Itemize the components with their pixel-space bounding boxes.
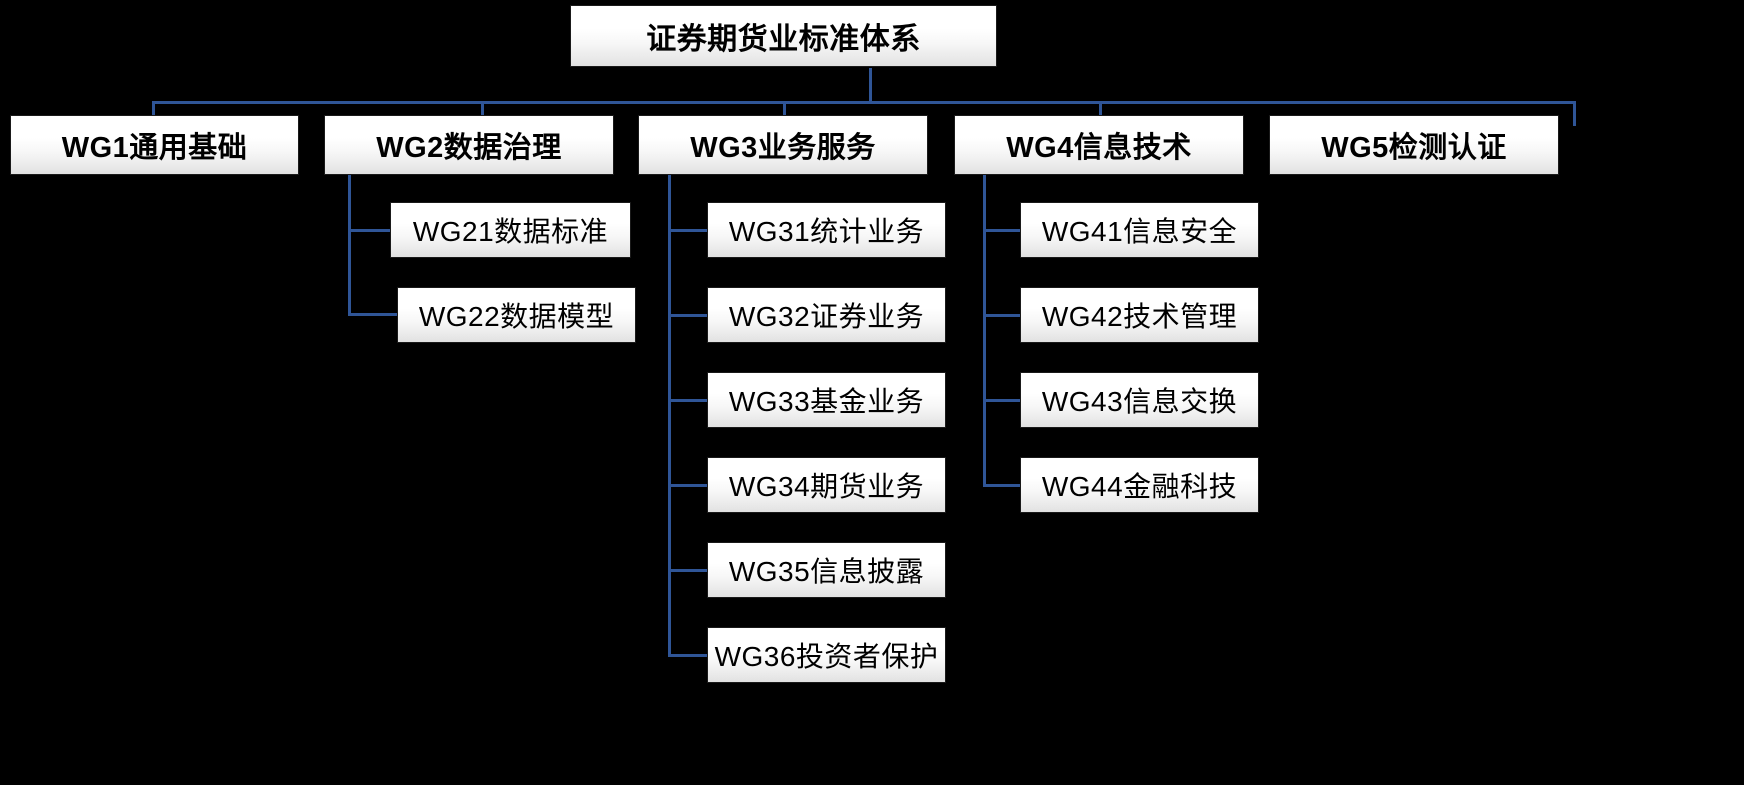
node-wg33-label: WG33基金业务 (728, 386, 925, 417)
node-root[interactable]: 证券期货业标准体系 (570, 5, 997, 67)
connector-wg4-to-wg42 (983, 314, 1023, 317)
node-wg22[interactable]: WG22数据模型 (397, 287, 636, 343)
connector-wg3-to-wg32 (668, 314, 710, 317)
node-wg41[interactable]: WG41信息安全 (1020, 202, 1259, 258)
connector-wg2-spine (348, 175, 351, 315)
node-wg35[interactable]: WG35信息披露 (707, 542, 946, 598)
connector-wg3-spine (668, 175, 671, 657)
connector-wg3-to-wg35 (668, 569, 710, 572)
node-wg44-label: WG44金融科技 (1041, 471, 1238, 502)
node-wg3-label: WG3业务服务 (690, 132, 876, 164)
node-wg1-label: WG1通用基础 (61, 132, 248, 164)
node-root-label: 证券期货业标准体系 (646, 23, 921, 56)
node-wg43-label: WG43信息交换 (1041, 386, 1238, 417)
node-wg41-label: WG41信息安全 (1041, 216, 1238, 247)
node-wg34-label: WG34期货业务 (728, 471, 925, 502)
node-wg32[interactable]: WG32证券业务 (707, 287, 946, 343)
node-wg1[interactable]: WG1通用基础 (10, 115, 299, 175)
node-wg36[interactable]: WG36投资者保护 (707, 627, 946, 683)
connector-root-stem (869, 68, 872, 101)
node-wg2[interactable]: WG2数据治理 (324, 115, 614, 175)
node-wg5-label: WG5检测认证 (1321, 132, 1507, 164)
node-wg44[interactable]: WG44金融科技 (1020, 457, 1259, 513)
node-wg34[interactable]: WG34期货业务 (707, 457, 946, 513)
connector-wg3-to-wg34 (668, 484, 710, 487)
connector-wg2-to-wg22 (348, 313, 398, 316)
node-wg3[interactable]: WG3业务服务 (638, 115, 928, 175)
node-wg5[interactable]: WG5检测认证 (1269, 115, 1559, 175)
connector-drop-wg2 (481, 101, 484, 126)
connector-drop-wg5 (1573, 101, 1576, 126)
node-wg36-label: WG36投资者保护 (714, 641, 939, 672)
node-wg42[interactable]: WG42技术管理 (1020, 287, 1259, 343)
connector-wg4-to-wg43 (983, 399, 1023, 402)
node-wg4-label: WG4信息技术 (1006, 132, 1192, 164)
node-wg2-label: WG2数据治理 (376, 132, 562, 164)
node-wg21-label: WG21数据标准 (412, 216, 609, 247)
node-wg4[interactable]: WG4信息技术 (954, 115, 1244, 175)
connector-wg4-spine (983, 175, 986, 487)
node-wg43[interactable]: WG43信息交换 (1020, 372, 1259, 428)
connector-wg4-to-wg44 (983, 484, 1023, 487)
connector-wg3-to-wg33 (668, 399, 710, 402)
connector-wg3-to-wg36 (668, 654, 710, 657)
node-wg42-label: WG42技术管理 (1041, 301, 1238, 332)
node-wg35-label: WG35信息披露 (728, 556, 925, 587)
connector-drop-wg1 (152, 101, 155, 126)
node-wg22-label: WG22数据模型 (418, 301, 615, 332)
node-wg21[interactable]: WG21数据标准 (390, 202, 631, 258)
connector-level2-bus (152, 101, 1576, 104)
connector-wg3-to-wg31 (668, 229, 710, 232)
connector-wg4-to-wg41 (983, 229, 1023, 232)
connector-drop-wg4 (1099, 101, 1102, 126)
connector-drop-wg3 (783, 101, 786, 126)
node-wg33[interactable]: WG33基金业务 (707, 372, 946, 428)
node-wg31-label: WG31统计业务 (728, 216, 925, 247)
node-wg32-label: WG32证券业务 (728, 301, 925, 332)
connector-wg2-to-wg21 (348, 229, 392, 232)
node-wg31[interactable]: WG31统计业务 (707, 202, 946, 258)
